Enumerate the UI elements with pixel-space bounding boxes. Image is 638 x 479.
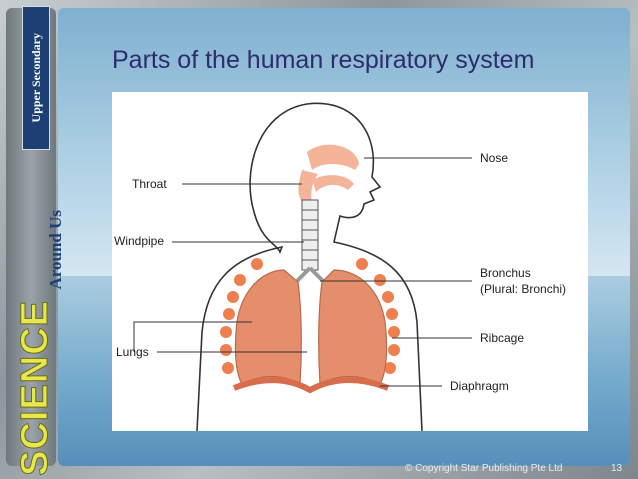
right-lung xyxy=(318,269,388,385)
body-outline xyxy=(196,102,423,431)
label-throat: Throat xyxy=(132,177,167,191)
page-number: 13 xyxy=(611,463,623,474)
label-diaphragm: Diaphragm xyxy=(450,379,509,393)
diaphragm-shape xyxy=(232,377,390,394)
left-lung xyxy=(234,269,302,385)
respiratory-diagram: Nose Throat Windpipe Bronchus (Plural: B… xyxy=(112,92,588,431)
label-bronchus-plural: (Plural: Bronchi) xyxy=(480,282,567,296)
level-badge-text: Upper Secondary xyxy=(28,33,43,123)
slide-title: Parts of the human respiratory system xyxy=(112,46,535,74)
windpipe-rings xyxy=(302,209,318,261)
throat-tube xyxy=(298,170,318,204)
mouth-cavity xyxy=(312,175,354,192)
label-windpipe: Windpipe xyxy=(114,234,165,248)
logo-science: SCIENCE xyxy=(14,300,57,477)
label-ribcage: Ribcage xyxy=(480,331,525,345)
level-badge: Upper Secondary xyxy=(22,6,50,150)
label-lines xyxy=(133,157,472,387)
copyright-footer: © Copyright Star Publishing Pte Ltd xyxy=(405,463,563,474)
label-bronchus: Bronchus xyxy=(480,266,531,280)
nasal-cavity xyxy=(307,144,359,170)
label-lungs: Lungs xyxy=(116,345,149,359)
respiratory-illustration xyxy=(133,102,472,431)
logo-around-us: Around Us xyxy=(46,210,65,290)
label-nose: Nose xyxy=(480,151,509,165)
ribcage-dots xyxy=(220,258,400,374)
